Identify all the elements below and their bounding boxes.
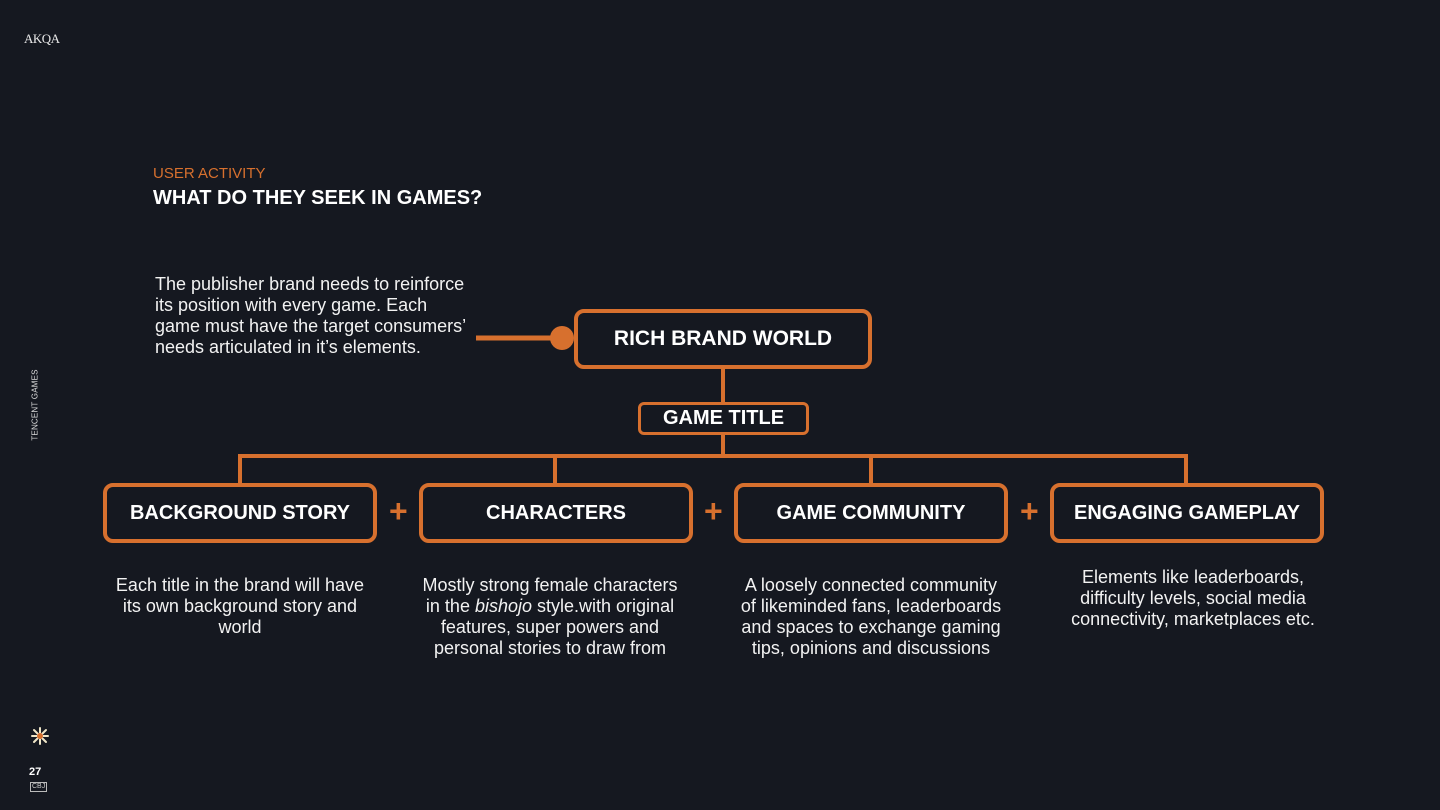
characters-description-start: Mostly strong female characters in the [422, 575, 678, 616]
engaging-gameplay-box: ENGAGING GAMEPLAY [1050, 483, 1324, 543]
background-story-box: BACKGROUND STORY [103, 483, 377, 543]
plus-icon: + [704, 493, 723, 529]
characters-description-italic: bishojo [474, 596, 533, 616]
star-burst-icon [30, 726, 50, 751]
page-number: 27 [29, 766, 42, 778]
background-story-description: Each title in the brand will have its ow… [115, 575, 365, 637]
page-title: WHAT DO THEY SEEK IN GAMES? [153, 187, 483, 209]
characters-box: CHARACTERS [419, 483, 693, 543]
game-community-description: A loosely connected community of likemin… [740, 575, 1002, 658]
akqa-logo: AKQA [24, 31, 60, 46]
game-title-box: GAME TITLE [638, 402, 809, 435]
characters-description-end: style.with original features, super powe… [433, 596, 675, 658]
game-community-box: GAME COMMUNITY [734, 483, 1008, 543]
rich-brand-world-box: RICH BRAND WORLD [574, 309, 872, 369]
page-badge: CBJ [30, 782, 48, 792]
characters-description: Mostly strong female characters in the b… [415, 575, 685, 659]
section-eyebrow: USER ACTIVITY [153, 165, 266, 182]
engaging-gameplay-description: Elements like leaderboards, difficulty l… [1071, 567, 1315, 629]
intro-connector-dot [550, 326, 574, 350]
intro-paragraph: The publisher brand needs to reinforce i… [155, 274, 466, 357]
plus-icon: + [389, 493, 408, 529]
plus-icon: + [1020, 493, 1039, 529]
